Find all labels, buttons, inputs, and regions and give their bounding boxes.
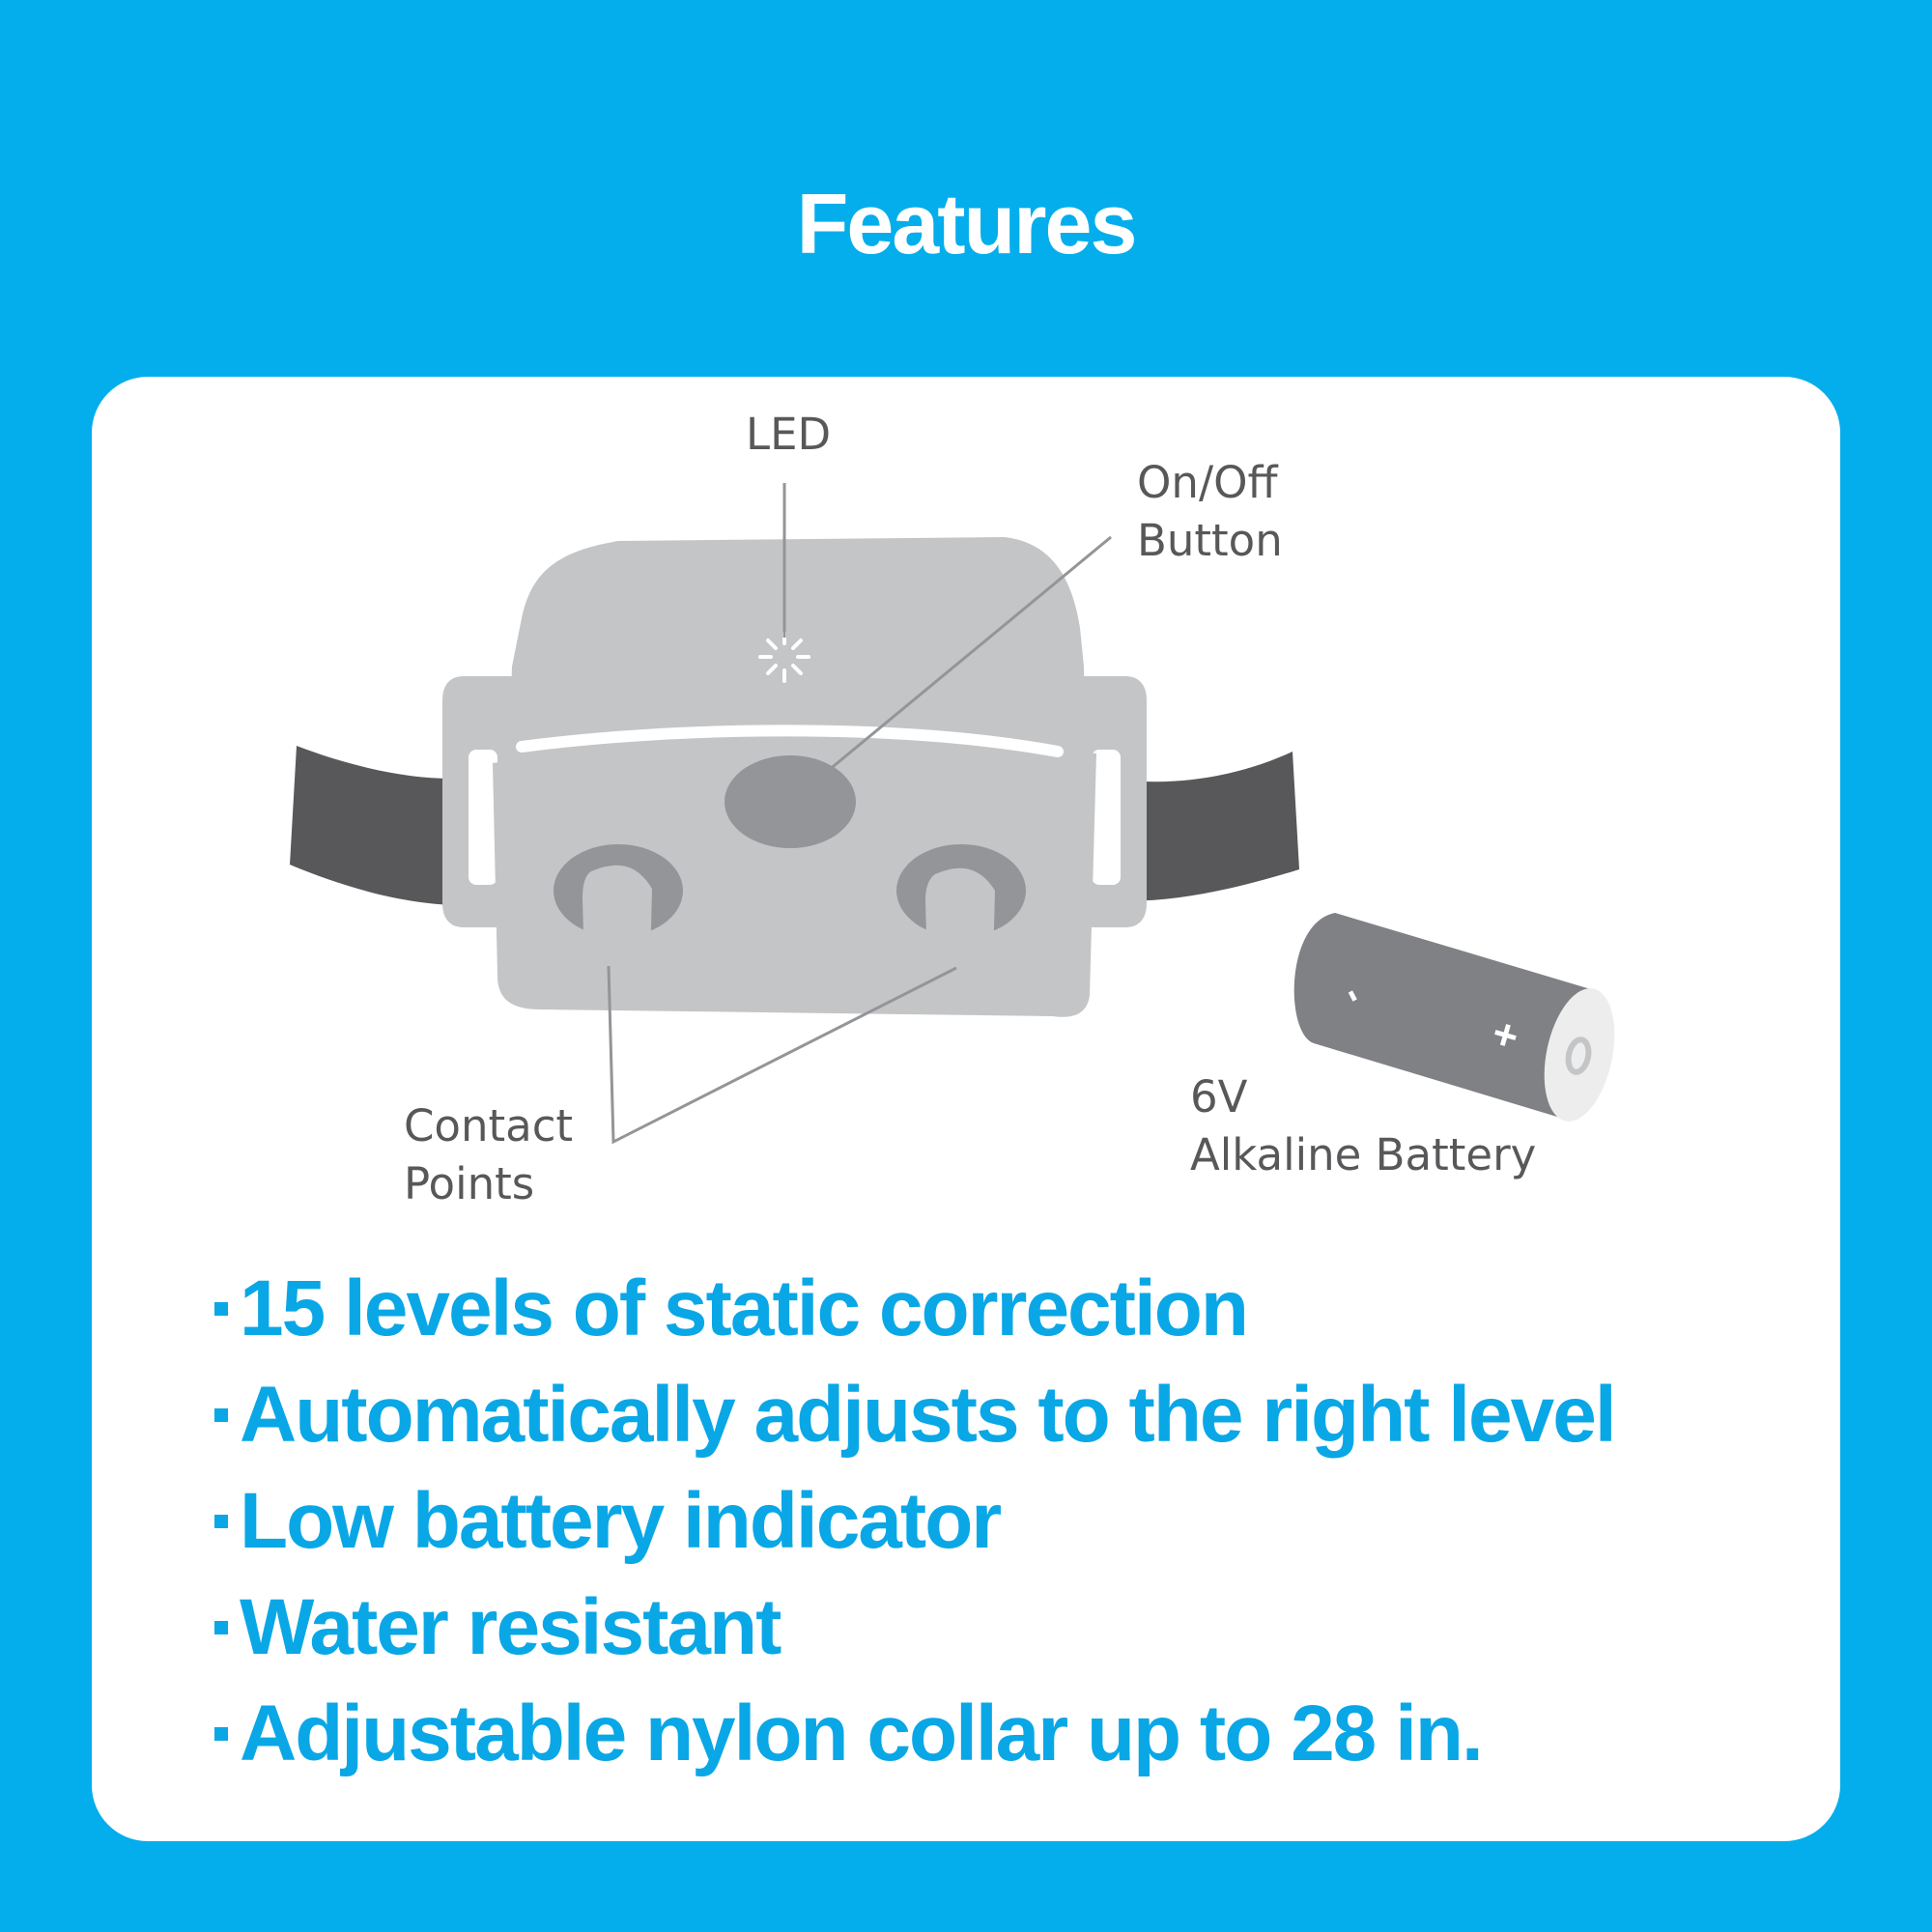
feature-item: Water resistant: [214, 1575, 1615, 1681]
on-off-button-shape: [724, 755, 856, 848]
square-bullet-icon: [214, 1515, 228, 1528]
contact-point-prong-right: [925, 867, 995, 982]
battery-callout: 6V Alkaline Battery: [1190, 1071, 1537, 1180]
page-title: Features: [796, 176, 1138, 271]
square-bullet-icon: [214, 1727, 228, 1741]
square-bullet-icon: [214, 1408, 228, 1422]
feature-text: 15 levels of static correction: [240, 1264, 1249, 1352]
feature-text: Low battery indicator: [240, 1477, 1002, 1565]
contact-point-prong-left: [582, 865, 652, 982]
square-bullet-icon: [214, 1621, 228, 1634]
feature-text: Adjustable nylon collar up to 28 in.: [240, 1690, 1484, 1777]
contact-points-leader-lines: [607, 965, 957, 1145]
feature-list: 15 levels of static correction Automatic…: [214, 1256, 1617, 1787]
feature-text: Automatically adjusts to the right level: [240, 1371, 1617, 1459]
feature-item: Automatically adjusts to the right level: [214, 1362, 1617, 1468]
battery-icon: - +: [1293, 913, 1615, 1122]
on-off-button-callout: On/Off Button: [1137, 457, 1283, 566]
led-light-icon: [758, 631, 810, 683]
strap-slot-right: [1092, 750, 1121, 885]
feature-item: 15 levels of static correction: [214, 1256, 1615, 1362]
feature-text: Water resistant: [240, 1583, 781, 1671]
strap-slot-left: [469, 750, 497, 885]
led-callout: LED: [746, 409, 832, 460]
feature-item: Low battery indicator: [214, 1468, 1615, 1575]
receiver-highlight: [516, 724, 1064, 757]
on-off-leader-line: [810, 535, 1112, 786]
feature-item: Adjustable nylon collar up to 28 in.: [214, 1681, 1615, 1787]
contact-points-callout: Contact Points: [404, 1100, 574, 1209]
square-bullet-icon: [214, 1302, 228, 1316]
